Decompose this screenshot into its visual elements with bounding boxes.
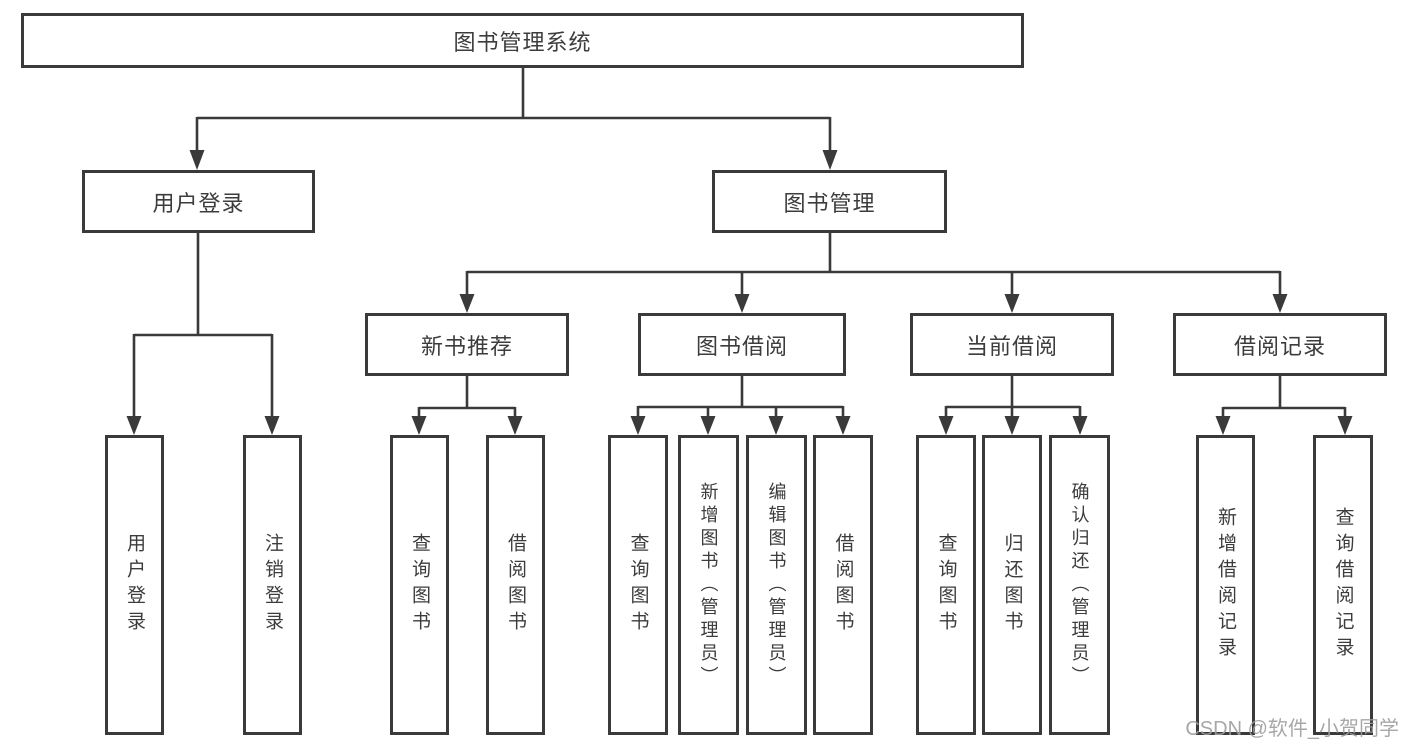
node-label: 图书管理系统 [453, 29, 592, 55]
leaf-borrow-books: 借阅图书 [813, 435, 873, 735]
leaf-user-login: 用户登录 [105, 435, 164, 735]
leaf-query-books-borrow: 查询图书 [608, 435, 668, 735]
node-label: 新书推荐 [420, 333, 513, 359]
node-label: 归还图书 [1001, 533, 1023, 637]
leaf-add-books-admin: 新增图书（管理员） [678, 435, 739, 735]
node-current-borrowing: 当前借阅 [910, 313, 1114, 376]
node-label: 查询图书 [409, 533, 430, 637]
leaf-query-borrow-record: 查询借阅记录 [1313, 435, 1373, 735]
leaf-edit-books-admin: 编辑图书（管理员） [746, 435, 807, 735]
leaf-query-books-recommend: 查询图书 [390, 435, 449, 735]
arrowheads [126, 150, 1353, 435]
leaf-borrow-books-recommend: 借阅图书 [486, 435, 545, 735]
node-label: 图书借阅 [695, 333, 788, 359]
node-label: 借阅图书 [505, 533, 526, 637]
node-book-management: 图书管理 [712, 170, 947, 233]
node-library-management-system: 图书管理系统 [21, 13, 1024, 68]
node-label: 借阅记录 [1233, 333, 1326, 359]
node-label: 查询借阅记录 [1332, 507, 1354, 663]
leaf-return-books: 归还图书 [982, 435, 1042, 735]
node-label: 编辑图书（管理员） [766, 481, 787, 689]
leaf-add-borrow-record: 新增借阅记录 [1196, 435, 1255, 735]
node-user-login: 用户登录 [82, 170, 315, 233]
node-label: 查询图书 [935, 533, 957, 637]
node-label: 用户登录 [152, 190, 245, 216]
node-label: 确认归还（管理员） [1069, 481, 1090, 689]
node-label: 注销登录 [262, 533, 283, 637]
node-label: 新增图书（管理员） [698, 481, 719, 689]
leaf-query-books-current: 查询图书 [916, 435, 976, 735]
node-borrowing-records: 借阅记录 [1173, 313, 1387, 376]
node-label: 图书管理 [783, 190, 876, 216]
node-label: 查询图书 [627, 533, 649, 637]
node-label: 新增借阅记录 [1215, 507, 1236, 663]
node-new-book-recommend: 新书推荐 [365, 313, 569, 376]
node-label: 当前借阅 [965, 333, 1058, 359]
leaf-confirm-return-admin: 确认归还（管理员） [1049, 435, 1110, 735]
node-label: 借阅图书 [832, 533, 854, 637]
leaf-logout: 注销登录 [243, 435, 302, 735]
node-book-borrowing: 图书借阅 [638, 313, 846, 376]
node-label: 用户登录 [124, 533, 145, 637]
